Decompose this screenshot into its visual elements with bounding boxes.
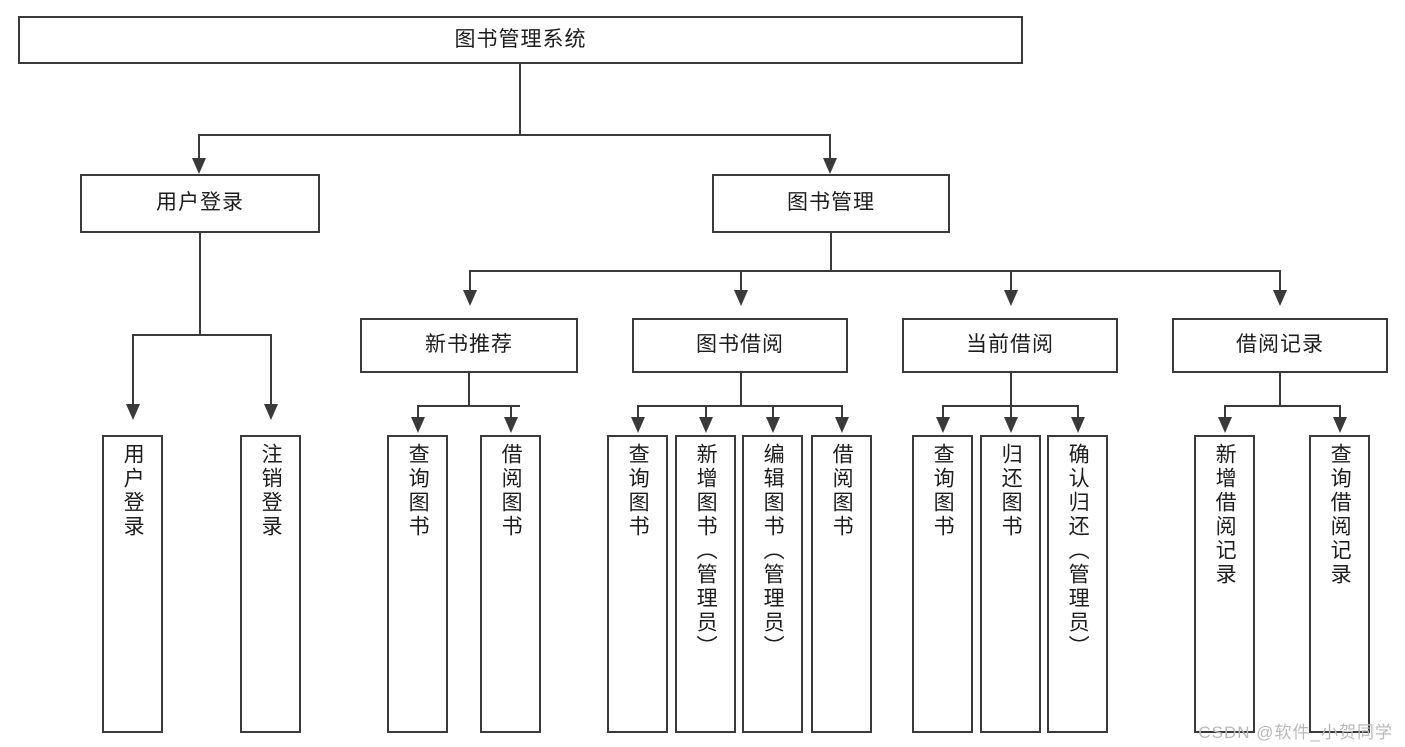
node-label: 图书管理 <box>787 191 875 215</box>
arrow-current-to-leaf-0 <box>936 417 950 433</box>
node-label: 确认归还（管理员） <box>1066 443 1090 659</box>
arrow-newbook-to-leaf-0 <box>411 417 425 433</box>
node-label: 新增借阅记录 <box>1213 443 1237 587</box>
node-label: 新书推荐 <box>425 333 513 357</box>
connector-borrow-to-leaf-3 <box>841 405 843 419</box>
node-label: 注销登录 <box>259 443 283 539</box>
leaf-logout[interactable]: 注销登录 <box>240 435 301 733</box>
node-label: 借阅图书 <box>499 443 523 539</box>
connector-bookmgmt-to-record <box>1279 270 1281 292</box>
arrow-borrow-to-leaf-2 <box>766 417 780 433</box>
connector-bookmgmt-stem <box>830 233 832 272</box>
node-user-login[interactable]: 用户登录 <box>80 174 320 233</box>
connector-borrow-to-leaf-2 <box>772 405 774 419</box>
leaf-borrow-add-book-admin[interactable]: 新增图书（管理员） <box>675 435 736 733</box>
connector-borrow-bar <box>637 405 842 407</box>
node-label: 查询图书 <box>931 443 955 539</box>
connector-borrow-to-leaf-0 <box>637 405 639 419</box>
connector-newbook-to-leaf-0 <box>417 405 419 419</box>
connector-borrow-to-leaf-1 <box>705 405 707 419</box>
connector-newbook-to-leaf-1 <box>510 405 512 419</box>
arrow-newbook-to-leaf-1 <box>504 417 518 433</box>
leaf-borrow-query-book[interactable]: 查询图书 <box>607 435 668 733</box>
connector-current-to-leaf-0 <box>942 405 944 419</box>
node-label: 借阅图书 <box>830 443 854 539</box>
node-root-system[interactable]: 图书管理系统 <box>18 16 1023 64</box>
node-label: 编辑图书（管理员） <box>761 443 785 659</box>
leaf-record-query-record[interactable]: 查询借阅记录 <box>1309 435 1370 733</box>
connector-root-to-bookmgmt <box>829 134 831 160</box>
arrow-bookmgmt-to-new <box>463 290 477 306</box>
connector-record-bar <box>1224 405 1340 407</box>
node-book-management[interactable]: 图书管理 <box>712 174 950 233</box>
connector-current-to-leaf-2 <box>1077 405 1079 419</box>
csdn-watermark: CSDN @软件_小贺同学 <box>1198 723 1393 742</box>
leaf-current-query-book[interactable]: 查询图书 <box>912 435 973 733</box>
connector-bookmgmt-to-borrow <box>740 270 742 292</box>
arrow-bookmgmt-to-current <box>1004 290 1018 306</box>
connector-record-to-leaf-1 <box>1339 405 1341 419</box>
leaf-user-login[interactable]: 用户登录 <box>102 435 163 733</box>
arrow-record-to-leaf-0 <box>1218 417 1232 433</box>
leaf-current-return-book[interactable]: 归还图书 <box>980 435 1041 733</box>
leaf-newbook-query-book[interactable]: 查询图书 <box>387 435 448 733</box>
connector-login-stem <box>199 233 201 336</box>
connector-root-stem <box>519 64 521 135</box>
arrow-record-to-leaf-1 <box>1333 417 1347 433</box>
connector-borrow-stem <box>740 373 742 407</box>
node-label: 查询借阅记录 <box>1328 443 1352 587</box>
connector-bookmgmt-to-new <box>469 270 471 292</box>
connector-newbook-stem <box>468 373 470 407</box>
connector-root-bar <box>198 134 831 136</box>
connector-login-bar <box>132 334 271 336</box>
arrow-root-to-login <box>192 158 206 174</box>
node-label: 用户登录 <box>121 443 145 539</box>
node-label: 借阅记录 <box>1236 333 1324 357</box>
node-new-book-recommend[interactable]: 新书推荐 <box>360 318 578 373</box>
node-label: 查询图书 <box>406 443 430 539</box>
connector-root-to-login <box>198 134 200 160</box>
connector-bookmgmt-bar <box>469 270 1280 272</box>
node-label: 当前借阅 <box>966 333 1054 357</box>
node-book-borrow[interactable]: 图书借阅 <box>632 318 848 373</box>
node-label: 查询图书 <box>626 443 650 539</box>
leaf-newbook-borrow-book[interactable]: 借阅图书 <box>480 435 541 733</box>
connector-bookmgmt-to-current <box>1010 270 1012 292</box>
leaf-record-add-record[interactable]: 新增借阅记录 <box>1194 435 1255 733</box>
arrow-login-to-leaf-1 <box>264 404 278 420</box>
connector-login-to-leaf-1 <box>270 334 272 406</box>
arrow-current-to-leaf-2 <box>1071 417 1085 433</box>
leaf-current-confirm-return-admin[interactable]: 确认归还（管理员） <box>1047 435 1108 733</box>
leaf-borrow-borrow-book[interactable]: 借阅图书 <box>811 435 872 733</box>
connector-current-stem <box>1010 373 1012 407</box>
node-label: 用户登录 <box>156 191 244 215</box>
leaf-borrow-edit-book-admin[interactable]: 编辑图书（管理员） <box>742 435 803 733</box>
arrow-root-to-bookmgmt <box>823 158 837 174</box>
connector-current-to-leaf-1 <box>1010 405 1012 419</box>
node-label: 图书管理系统 <box>454 27 587 51</box>
arrow-login-to-leaf-0 <box>126 404 140 420</box>
arrow-current-to-leaf-1 <box>1004 417 1018 433</box>
connector-login-to-leaf-0 <box>132 334 134 406</box>
node-borrow-record[interactable]: 借阅记录 <box>1172 318 1388 373</box>
connector-record-to-leaf-0 <box>1224 405 1226 419</box>
node-label: 图书借阅 <box>696 333 784 357</box>
connector-record-stem <box>1279 373 1281 407</box>
connector-newbook-bar <box>417 405 520 407</box>
arrow-borrow-to-leaf-3 <box>835 417 849 433</box>
arrow-bookmgmt-to-borrow <box>734 290 748 306</box>
arrow-borrow-to-leaf-1 <box>699 417 713 433</box>
arrow-borrow-to-leaf-0 <box>631 417 645 433</box>
node-current-borrow[interactable]: 当前借阅 <box>902 318 1118 373</box>
arrow-bookmgmt-to-record <box>1273 290 1287 306</box>
node-label: 新增图书（管理员） <box>694 443 718 659</box>
node-label: 归还图书 <box>999 443 1023 539</box>
